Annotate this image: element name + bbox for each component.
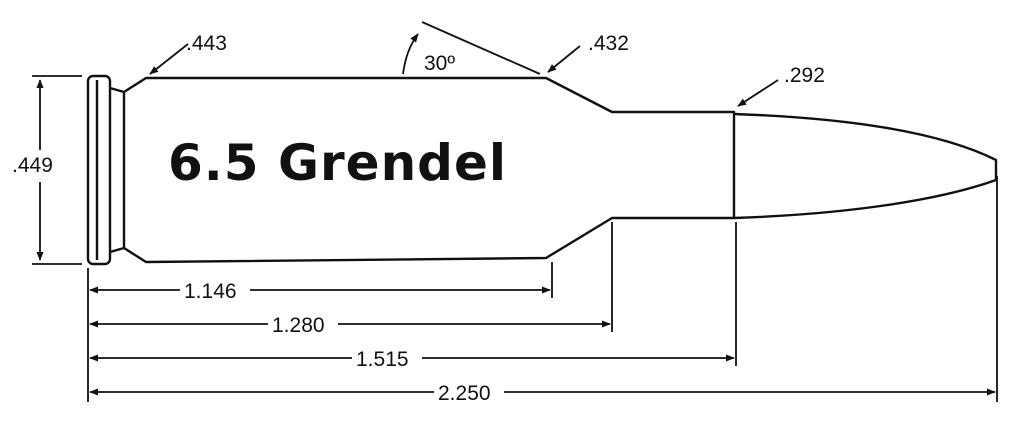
length-to-shoulder-label: 1.146 xyxy=(184,280,237,303)
overall-length-label: 2.250 xyxy=(438,382,491,405)
overall-length-dimension: 2.250 xyxy=(89,380,996,405)
base-diameter-label: .443 xyxy=(186,32,227,55)
neck-diameter-label: .292 xyxy=(784,64,825,87)
length-to-shoulder-dimension: 1.146 xyxy=(89,278,551,303)
shoulder-angle-label: 30º xyxy=(424,52,455,75)
neck-diameter-dimension: .292 xyxy=(737,64,825,107)
bullet xyxy=(733,112,998,220)
case-length-dimension: 1.515 xyxy=(89,346,735,371)
length-extension-lines xyxy=(87,176,998,402)
rim-diameter-dimension: .449 xyxy=(12,75,82,265)
cartridge-title: 6.5 Grendel xyxy=(168,134,507,192)
length-to-neck-dimension: 1.280 xyxy=(89,312,611,337)
shoulder-diameter-label: .432 xyxy=(588,32,629,55)
shoulder-angle-dimension: 30º xyxy=(402,21,541,75)
shoulder-diameter-dimension: .432 xyxy=(547,32,629,73)
extractor-groove xyxy=(109,86,126,254)
case-length-label: 1.515 xyxy=(356,348,409,371)
rim-diameter-label: .449 xyxy=(12,154,53,177)
case-body xyxy=(123,76,736,264)
length-to-neck-label: 1.280 xyxy=(272,314,325,337)
cartridge-outline xyxy=(86,74,998,266)
base-diameter-dimension: .443 xyxy=(149,32,227,75)
case-rim xyxy=(86,74,112,266)
